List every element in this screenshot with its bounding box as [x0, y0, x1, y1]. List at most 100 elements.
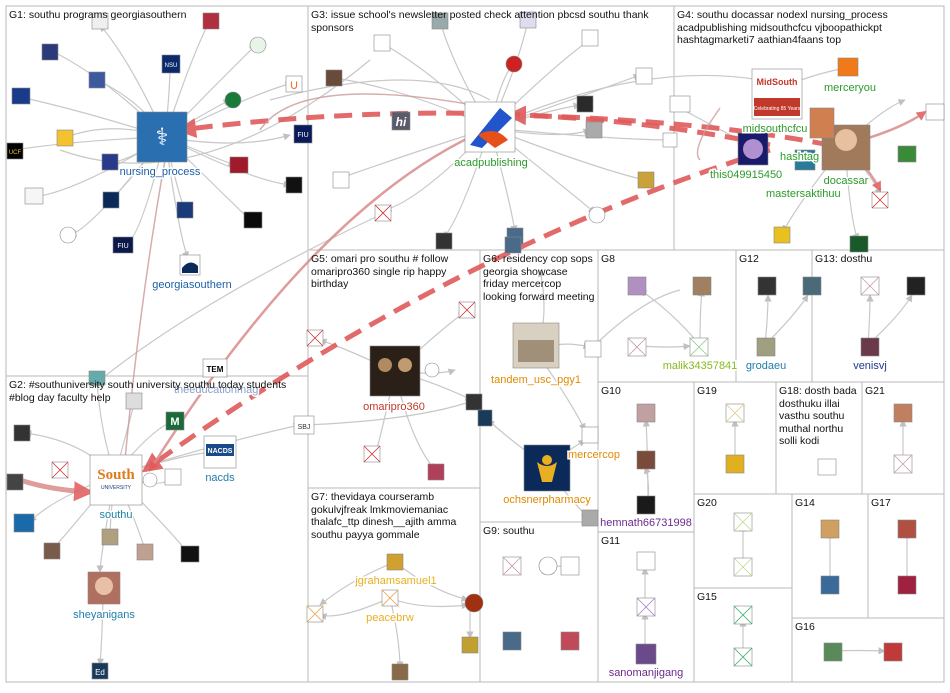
- node-g11-3[interactable]: [635, 643, 657, 665]
- node-g12-2[interactable]: [802, 276, 822, 296]
- node-g6-1[interactable]: [584, 340, 602, 358]
- label-midsouthcfcu[interactable]: midsouthcfcu: [741, 122, 809, 137]
- node-g7-4[interactable]: [464, 593, 484, 613]
- label-grodaeu[interactable]: grodaeu: [744, 359, 787, 374]
- node-g1-1[interactable]: [91, 12, 109, 30]
- node-g1-19[interactable]: [243, 211, 263, 229]
- southu-logo-node[interactable]: [89, 454, 143, 506]
- node-g19-2[interactable]: [725, 454, 745, 474]
- node-g3-7[interactable]: [635, 67, 653, 85]
- node-g2-13[interactable]: [136, 543, 154, 561]
- node-g6-4[interactable]: [581, 426, 599, 444]
- node-g1-18[interactable]: [176, 201, 194, 219]
- node-g2-9[interactable]: [6, 473, 24, 491]
- node-g2-12[interactable]: [43, 542, 61, 560]
- node-g1-8[interactable]: [224, 91, 242, 109]
- node-g5-1[interactable]: [424, 362, 440, 378]
- tem-logo-node[interactable]: [202, 358, 228, 378]
- label-theeducationmag[interactable]: theeducationmag: [173, 383, 260, 398]
- node-g3-10[interactable]: [585, 121, 603, 139]
- node-g1-13[interactable]: [229, 156, 249, 174]
- node-g3-1[interactable]: [431, 12, 449, 30]
- node-g2-4[interactable]: [125, 392, 143, 410]
- node-g11-1[interactable]: [636, 551, 656, 571]
- omaripro360-node[interactable]: [369, 345, 421, 397]
- node-g4-6[interactable]: [809, 107, 835, 139]
- hi-logo-node[interactable]: [391, 111, 411, 131]
- node-g3-17[interactable]: [662, 132, 678, 148]
- label-mastersaktihuu[interactable]: mastersaktihuu: [765, 187, 843, 202]
- node-g1-6[interactable]: [88, 71, 106, 89]
- node-g16-2[interactable]: [883, 642, 903, 662]
- node-g13-3[interactable]: [860, 337, 880, 357]
- m-logo-node[interactable]: [165, 411, 185, 431]
- label-tandem-usc-pgy1[interactable]: tandem_usc_pgy1: [490, 373, 583, 388]
- label-sanomanjigang[interactable]: sanomanjigang: [607, 666, 685, 681]
- node-g1-2[interactable]: [202, 12, 220, 30]
- node-g18-1[interactable]: [817, 458, 837, 476]
- label-docassar[interactable]: docassar: [822, 174, 870, 189]
- node-g17-2[interactable]: [897, 575, 917, 595]
- node-g3-3[interactable]: [373, 34, 391, 52]
- node-g1-7[interactable]: [11, 87, 31, 105]
- node-g3-11[interactable]: [332, 171, 350, 189]
- node-g3-15[interactable]: [435, 232, 453, 250]
- node-g10-1[interactable]: [636, 403, 656, 423]
- label-hashtag[interactable]: hashtag: [779, 150, 821, 165]
- node-g4-8[interactable]: [897, 145, 917, 163]
- node-g1-15[interactable]: [285, 176, 303, 194]
- node-g9-4[interactable]: [502, 631, 522, 651]
- node-g1-16[interactable]: [24, 187, 44, 205]
- label-hemnath66731998[interactable]: hemnath66731998: [599, 516, 694, 531]
- node-g6-6[interactable]: [581, 509, 599, 527]
- ucf-logo-node[interactable]: [6, 142, 24, 160]
- label-georgiasouthern[interactable]: georgiasouthern: [151, 278, 234, 293]
- node-g1-17[interactable]: [102, 191, 120, 209]
- label-peacebrw[interactable]: peacebrw: [365, 611, 416, 626]
- node-g1-3[interactable]: [41, 43, 59, 61]
- node-g12-3[interactable]: [756, 337, 776, 357]
- node-g2-10[interactable]: [13, 513, 35, 533]
- node-g9-3[interactable]: [560, 556, 580, 576]
- node-g4-11[interactable]: [849, 235, 869, 253]
- node-g14-2[interactable]: [820, 575, 840, 595]
- sbj-logo-node[interactable]: [293, 415, 315, 435]
- node-g3-4[interactable]: [581, 29, 599, 47]
- node-g3-6[interactable]: [325, 69, 343, 87]
- node-g1-9[interactable]: [285, 75, 303, 93]
- label-mercercop[interactable]: mercercop: [567, 448, 622, 463]
- label-nacds[interactable]: nacds: [204, 471, 237, 486]
- fiu-logo-node[interactable]: [293, 124, 313, 144]
- node-g2-2[interactable]: [13, 424, 31, 442]
- node-g2-7[interactable]: [164, 468, 182, 486]
- label-malik34357841[interactable]: malik34357841: [661, 359, 739, 374]
- label-jgrahamsamuel1[interactable]: jgrahamsamuel1: [353, 574, 438, 589]
- node-g1-10[interactable]: [56, 129, 74, 147]
- nsu-logo-node[interactable]: [161, 54, 181, 74]
- node-g2-11[interactable]: [101, 528, 119, 546]
- node-g1-20[interactable]: [59, 226, 77, 244]
- node-g10-2[interactable]: [636, 450, 656, 470]
- node-g12-1[interactable]: [757, 276, 777, 296]
- label-merceryou[interactable]: merceryou: [823, 81, 878, 96]
- node-g10-3[interactable]: [636, 495, 656, 515]
- node-g13-2[interactable]: [906, 276, 926, 296]
- node-g2-1[interactable]: [142, 472, 158, 488]
- node-g4-1[interactable]: [837, 57, 859, 77]
- node-g3-9[interactable]: [576, 95, 594, 113]
- node-g3-2[interactable]: [519, 11, 537, 29]
- node-g21-1[interactable]: [893, 403, 913, 423]
- node-g6-5[interactable]: [477, 409, 493, 427]
- node-g3-14[interactable]: [588, 206, 606, 224]
- node-g4-2[interactable]: [669, 95, 691, 113]
- node-g1-5[interactable]: [249, 36, 267, 54]
- fiu-logo-node-2[interactable]: [112, 236, 134, 254]
- node-g7-6[interactable]: [391, 663, 409, 681]
- node-g5-6[interactable]: [427, 463, 445, 481]
- node-g14-1[interactable]: [820, 519, 840, 539]
- node-g4-7[interactable]: [925, 103, 945, 121]
- node-g4-10[interactable]: [773, 226, 791, 244]
- node-g9-5[interactable]: [560, 631, 580, 651]
- label-nursing-process[interactable]: nursing_process: [118, 165, 202, 180]
- node-g1-12[interactable]: [101, 153, 119, 171]
